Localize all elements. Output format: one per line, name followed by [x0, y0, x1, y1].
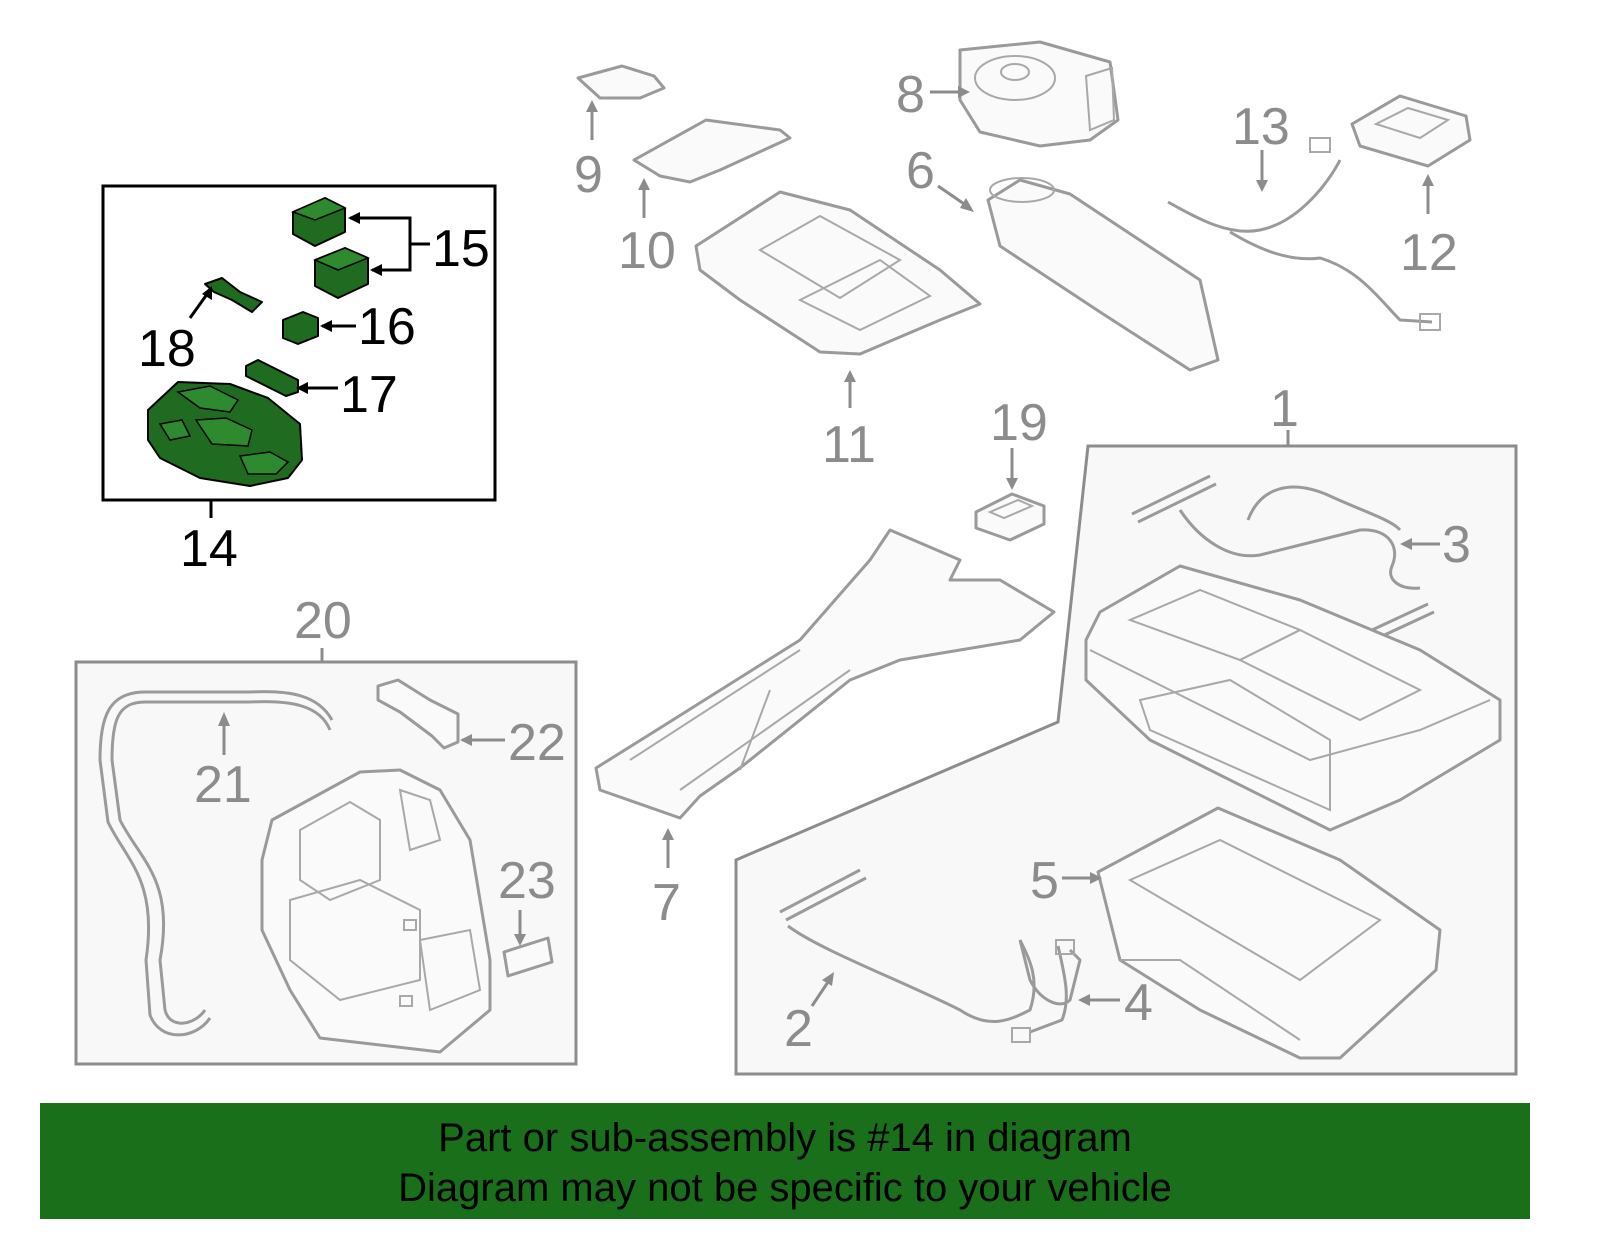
part-2-harness[interactable]	[779, 868, 1082, 1024]
callout-18: 18	[138, 320, 196, 378]
callout-4: 4	[1124, 974, 1153, 1032]
part-9-bracket[interactable]	[576, 64, 666, 100]
part-5-battery-pan[interactable]	[1096, 806, 1442, 1060]
part-13-harness[interactable]	[1167, 137, 1441, 331]
part-3-harness[interactable]	[1131, 474, 1435, 640]
callout-13: 13	[1232, 98, 1290, 156]
part-6-duct[interactable]	[986, 177, 1220, 372]
callout-7: 7	[652, 874, 681, 932]
callout-9: 9	[574, 146, 603, 204]
callout-16: 16	[358, 298, 416, 356]
part-23-bracket[interactable]	[502, 936, 554, 978]
callout-10: 10	[618, 222, 676, 280]
part-14-junction-box[interactable]	[147, 381, 303, 487]
callout-3: 3	[1442, 516, 1471, 574]
banner-line-disclaimer: Diagram may not be specific to your vehi…	[398, 1166, 1172, 1210]
callout-23: 23	[498, 852, 556, 910]
part-21-hose[interactable]	[98, 690, 334, 1037]
callout-21: 21	[194, 756, 252, 814]
part-15-relays[interactable]	[290, 197, 370, 299]
part-20-module[interactable]	[260, 768, 492, 1054]
callout-8: 8	[896, 66, 925, 124]
info-banner: Part or sub-assembly is #14 in diagram D…	[40, 1103, 1530, 1219]
callout-17: 17	[340, 366, 398, 424]
callout-19: 19	[990, 394, 1048, 452]
callout-2: 2	[784, 1000, 813, 1058]
callout-22: 22	[508, 714, 566, 772]
callout-14: 14	[180, 520, 238, 578]
part-11-floor-panel[interactable]	[694, 190, 982, 356]
banner-line-part: Part or sub-assembly is #14 in diagram	[438, 1116, 1132, 1160]
part-22-bracket[interactable]	[376, 678, 460, 750]
callout-5: 5	[1030, 852, 1059, 910]
part-17-fuse-strip[interactable]	[245, 359, 299, 397]
callout-15: 15	[432, 220, 490, 278]
part-19-relay-block[interactable]	[974, 492, 1046, 542]
callout-6: 6	[906, 142, 935, 200]
callout-12: 12	[1400, 224, 1458, 282]
part-10-bracket[interactable]	[632, 118, 792, 184]
callout-11: 11	[822, 416, 876, 474]
part-4-harness[interactable]	[1011, 939, 1075, 1043]
callout-1: 1	[1270, 380, 1299, 438]
part-16-relay[interactable]	[282, 311, 319, 345]
part-8-blower[interactable]	[958, 40, 1120, 148]
part-12-module[interactable]	[1350, 94, 1472, 168]
part-1-battery-tray[interactable]	[1084, 564, 1502, 832]
callout-20: 20	[294, 592, 352, 650]
part-18-bracket[interactable]	[204, 277, 263, 313]
part-7-air-duct[interactable]	[594, 528, 1056, 820]
